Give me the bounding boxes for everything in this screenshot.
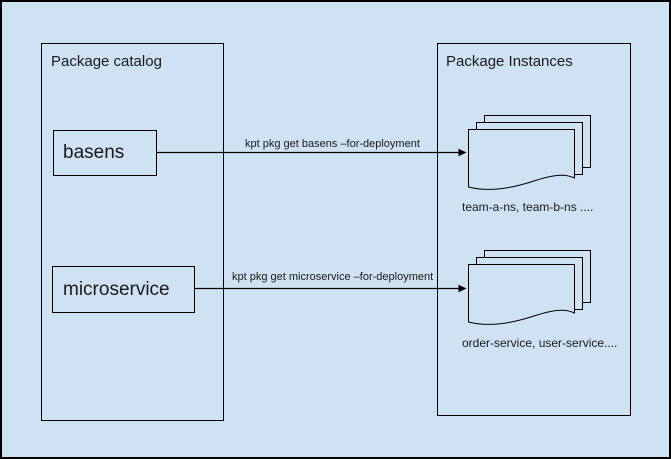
package-catalog-box: Package catalog basens microservice [41, 43, 224, 421]
package-item-microservice: microservice [52, 266, 195, 313]
document-icon [468, 129, 575, 190]
arrow-label-microservice: kpt pkg get microservice –for-deployment [232, 271, 434, 283]
document-stack-basens [468, 115, 605, 195]
package-item-basens-label: basens [63, 142, 125, 163]
arrow-label-basens: kpt pkg get basens –for-deployment [245, 138, 420, 150]
package-instances-title: Package Instances [446, 53, 573, 70]
package-instances-box: Package Instances team-a-ns, team-b-ns .… [437, 43, 631, 416]
arrow-microservice [194, 284, 467, 293]
document-icon [468, 264, 575, 325]
package-catalog-title: Package catalog [51, 53, 162, 70]
package-item-basens: basens [53, 130, 157, 176]
stack-caption-basens: team-a-ns, team-b-ns .... [462, 200, 594, 214]
stack-caption-microservice: order-service, user-service.... [462, 336, 618, 350]
package-item-microservice-label: microservice [63, 278, 170, 300]
document-stack-microservice [468, 250, 605, 330]
